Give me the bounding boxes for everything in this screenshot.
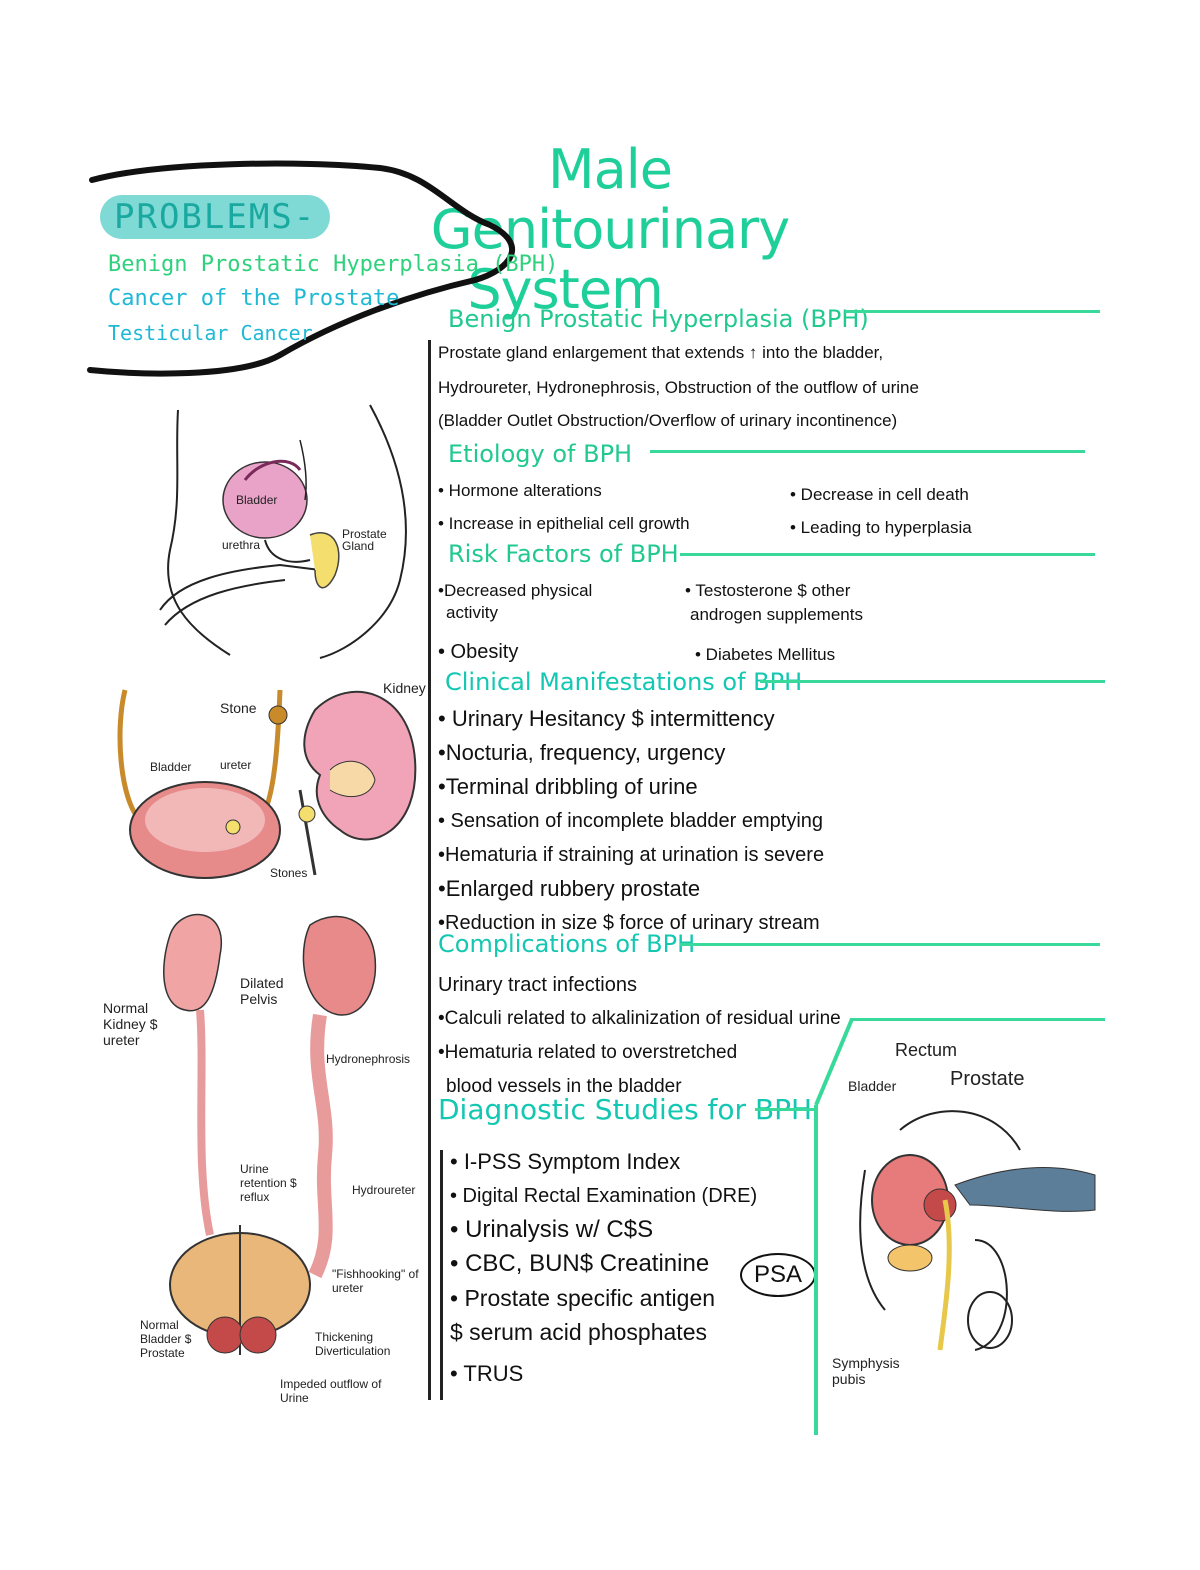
diagnostic-item: $ serum acid phosphates <box>450 1319 707 1345</box>
diagnostic-item: • I-PSS Symptom Index <box>450 1149 681 1174</box>
risk-heading-rule <box>680 553 1095 556</box>
problems-outline <box>87 160 515 377</box>
risk-item: androgen supplements <box>690 605 863 624</box>
risk-heading: Risk Factors of BPH <box>448 540 679 568</box>
label-normal-kidney: Normal Kidney $ ureter <box>103 1000 158 1048</box>
problem-item-prostate-cancer: Cancer of the Prostate <box>108 286 400 311</box>
label-thickening: Thickening Diverticulation <box>315 1330 391 1358</box>
complication-item: blood vessels in the bladder <box>446 1076 682 1097</box>
bph-lines: Prostate gland enlargement that extends … <box>438 342 919 431</box>
diagnostic-item: • Digital Rectal Examination (DRE) <box>450 1185 758 1207</box>
risk-item: •Decreased physical <box>438 581 593 600</box>
label-hydroureter: Hydroureter <box>352 1183 416 1197</box>
etiology-left: • Hormone alterations • Increase in epit… <box>438 480 690 534</box>
bph-line: Hydroureter, Hydronephrosis, Obstruction… <box>438 378 919 397</box>
complication-item: •Calculi related to alkalinization of re… <box>438 1008 841 1029</box>
label-dilated-pelvis: Dilated Pelvis <box>240 975 284 1007</box>
complication-item: Urinary tract infections <box>438 974 637 996</box>
diagram-dre <box>859 1110 1096 1351</box>
diagnostic-heading-rule <box>755 1108 815 1111</box>
bph-heading-rule <box>845 310 1100 313</box>
clinical-heading-rule <box>760 680 1105 683</box>
diagnostic-divider <box>440 1150 443 1400</box>
bph-line: (Bladder Outlet Obstruction/Overflow of … <box>438 411 898 430</box>
label-urethra: urethra <box>222 538 261 552</box>
label-symphysis-pubis: Symphysis pubis <box>832 1355 900 1387</box>
label-stones: Stones <box>270 866 308 880</box>
diagnostic-heading: Diagnostic Studies for BPH <box>438 1093 813 1126</box>
problems-label: PROBLEMS- <box>100 195 331 239</box>
etiology-right: • Decrease in cell death • Leading to hy… <box>790 484 972 538</box>
etiology-item: • Leading to hyperplasia <box>790 518 972 537</box>
title-line-1: Male Genitourinary <box>430 138 790 261</box>
complications-heading-rule <box>680 943 1100 946</box>
clinical-item: •Nocturia, frequency, urgency <box>438 740 726 765</box>
bph-heading: Benign Prostatic Hyperplasia (BPH) <box>448 305 869 333</box>
label-prostate-gland: Prostate Gland <box>342 527 387 553</box>
label-bladder-3: Bladder <box>848 1078 897 1094</box>
bracket-vertical <box>814 1105 818 1435</box>
label-prostate-2: Prostate <box>950 1068 1025 1090</box>
complications-heading: Complications of BPH <box>438 930 696 958</box>
risk-item: activity <box>446 603 498 622</box>
etiology-heading: Etiology of BPH <box>448 440 633 468</box>
label-hydronephrosis: Hydronephrosis <box>326 1052 411 1066</box>
clinical-item: •Reduction in size $ force of urinary st… <box>438 912 820 934</box>
bracket-top-line <box>850 1018 1105 1021</box>
label-kidney: Kidney <box>383 680 426 696</box>
clinical-item: •Hematuria if straining at urination is … <box>438 844 825 866</box>
problem-item-testicular-cancer: Testicular Cancer <box>108 321 313 345</box>
problem-item-bph: Benign Prostatic Hyperplasia (BPH) <box>108 252 559 277</box>
psa-badge: PSA <box>740 1253 817 1297</box>
diagnostic-item: • TRUS <box>450 1361 524 1386</box>
label-ureter: ureter <box>220 758 252 772</box>
label-normal-bladder: Normal Bladder $ Prostate <box>140 1318 192 1360</box>
complication-item: •Hematuria related to overstretched <box>438 1042 738 1063</box>
clinical-item: • Sensation of incomplete bladder emptyi… <box>438 810 824 832</box>
diagnostic-item: • Urinalysis w/ C$S <box>450 1216 654 1243</box>
clinical-list: • Urinary Hesitancy $ intermittency •Noc… <box>438 702 824 940</box>
etiology-item: • Decrease in cell death <box>790 485 969 504</box>
etiology-item: • Hormone alterations <box>438 481 602 500</box>
diagram-bladder-prostate <box>159 404 407 659</box>
diagram-hydronephrosis <box>163 913 377 1355</box>
label-fishhooking: "Fishhooking" of ureter <box>332 1267 419 1295</box>
content-divider <box>428 340 431 1400</box>
label-urine-retention: Urine retention $ reflux <box>240 1162 297 1204</box>
label-stone: Stone <box>220 700 257 716</box>
diagram-kidney-stones <box>117 689 417 879</box>
label-rectum: Rectum <box>895 1040 958 1060</box>
complications-list: Urinary tract infections •Calculi relate… <box>438 968 841 1104</box>
risk-item: • Testosterone $ other <box>685 581 851 600</box>
clinical-item: •Terminal dribbling of urine <box>438 774 698 799</box>
clinical-item: •Enlarged rubbery prostate <box>438 876 701 901</box>
etiology-item: • Increase in epithelial cell growth <box>438 514 690 533</box>
risk-item: • Diabetes Mellitus <box>695 645 836 664</box>
risk-item: • Obesity <box>438 641 519 663</box>
problems-list: Benign Prostatic Hyperplasia (BPH) Cance… <box>108 248 558 350</box>
bph-line: Prostate gland enlargement that extends … <box>438 343 884 362</box>
etiology-heading-rule <box>650 450 1085 453</box>
clinical-item: • Urinary Hesitancy $ intermittency <box>438 706 775 731</box>
bracket-corner <box>814 1018 854 1106</box>
label-bladder-2: Bladder <box>150 760 192 774</box>
diagnostic-item: • CBC, BUN$ Creatinine <box>450 1250 710 1277</box>
diagnostic-list: • I-PSS Symptom Index • Digital Rectal E… <box>450 1145 757 1391</box>
clinical-heading: Clinical Manifestations of BPH <box>445 668 803 696</box>
label-bladder: Bladder <box>236 493 278 507</box>
diagnostic-item: • Prostate specific antigen <box>450 1285 716 1311</box>
label-impeded-outflow: Impeded outflow of Urine <box>280 1377 382 1405</box>
